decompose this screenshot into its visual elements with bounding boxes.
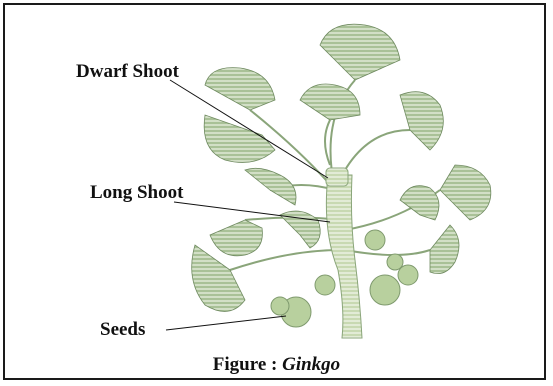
leaf-top <box>320 24 400 80</box>
seed <box>271 297 289 315</box>
long-shoot-label: Long Shoot <box>90 183 183 202</box>
caption-prefix: Figure : <box>213 354 282 375</box>
seed <box>365 230 385 250</box>
leaf-right-upper <box>400 92 443 150</box>
leaf-right-lower <box>430 225 459 274</box>
caption-name: Ginkgo <box>282 354 340 375</box>
dwarf-shoot-knob <box>326 168 348 186</box>
long-shoot-stem <box>326 175 362 338</box>
leaf-right-mid <box>440 165 491 220</box>
seed <box>370 275 400 305</box>
leaf-right-small <box>400 186 439 220</box>
seed <box>315 275 335 295</box>
leaf-left-lower <box>210 220 262 256</box>
seed <box>387 254 403 270</box>
dwarf-shoot-label: Dwarf Shoot <box>76 62 179 81</box>
figure-caption: Figure : Ginkgo <box>0 354 553 376</box>
seeds-label: Seeds <box>100 320 145 339</box>
leaf-center-top <box>300 84 360 120</box>
leader-lines <box>166 80 330 330</box>
leaf-upper-left <box>205 68 275 110</box>
leader-seeds <box>166 316 286 330</box>
leaf-left-mid <box>245 168 296 205</box>
